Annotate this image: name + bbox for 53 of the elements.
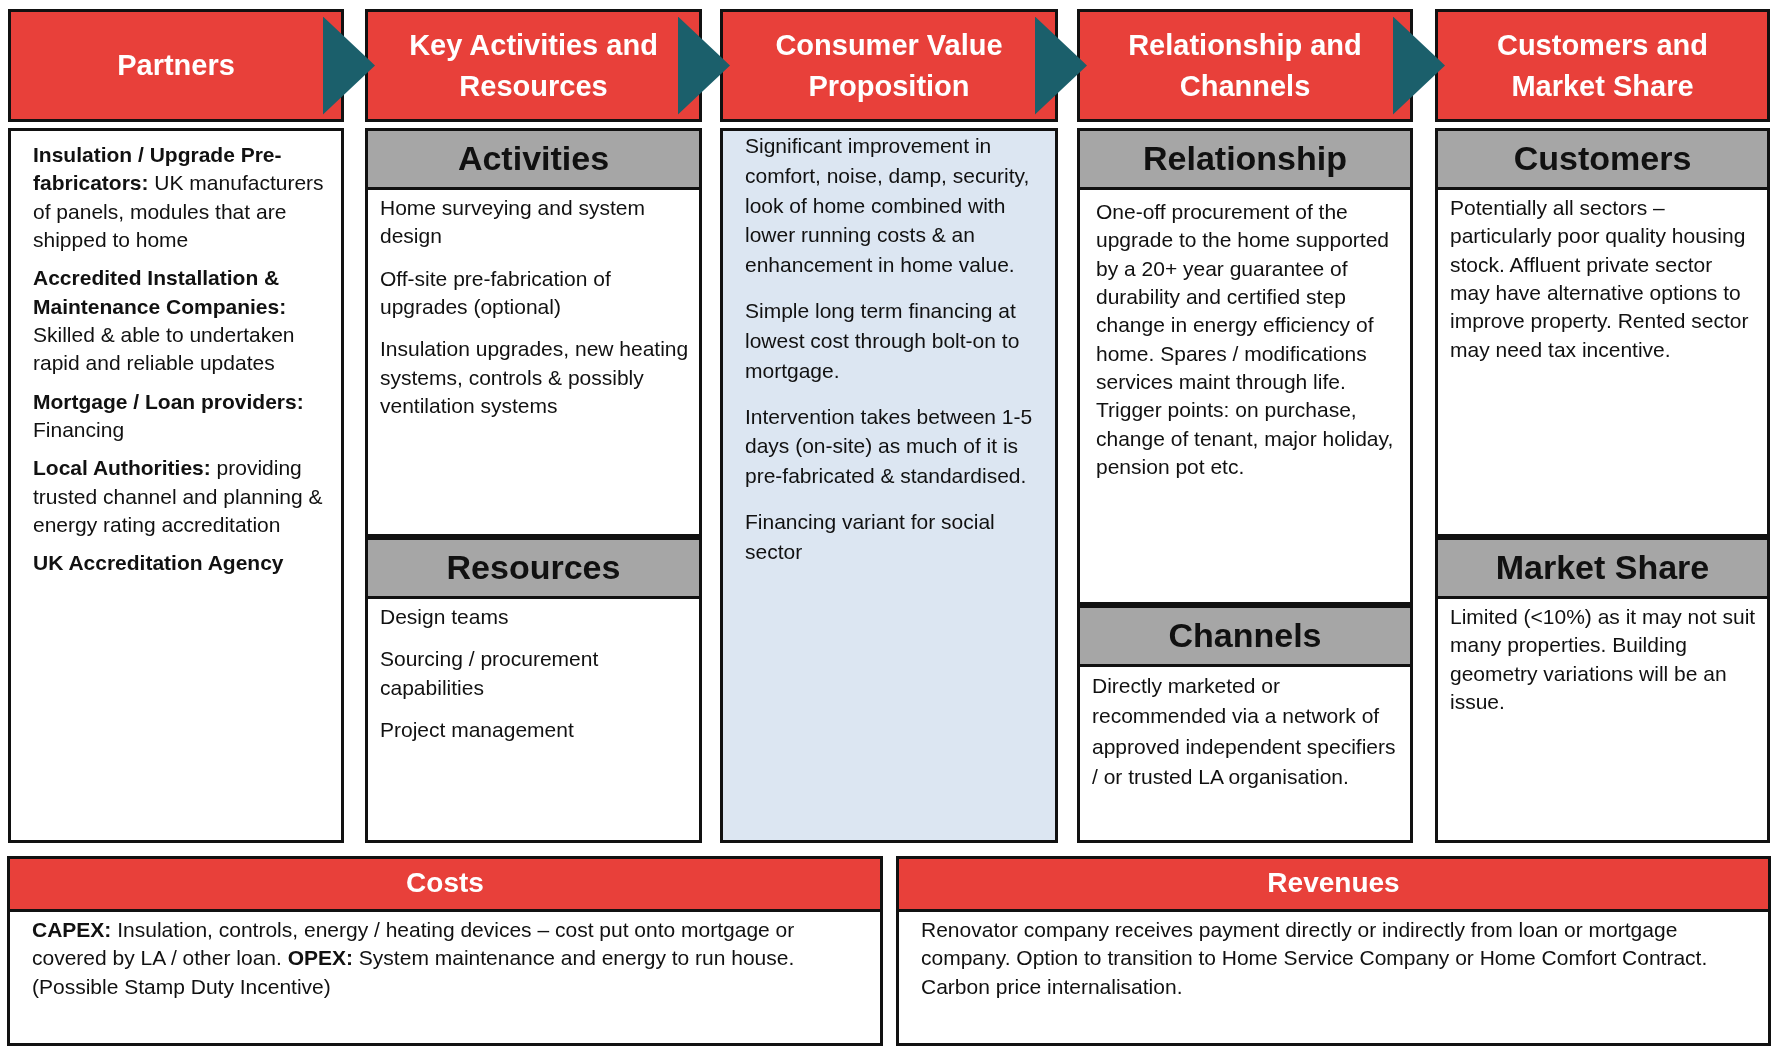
panel-text: Design teams xyxy=(380,604,510,630)
section-heading: Costs xyxy=(10,859,880,912)
column-header xyxy=(8,9,344,122)
section-panel xyxy=(365,537,702,843)
section-heading: Channels xyxy=(1080,608,1410,667)
section-heading: Revenues xyxy=(899,859,1768,912)
panel-text: Significant improvement in comfort, noise, damp, security, look of home combined with lower running costs & an enhancement in home value. xyxy=(745,133,1031,279)
panel-text: Accredited Installation & Maintenance Companies: Skilled & able to undertaken rapid and reliable updates xyxy=(33,265,296,377)
header-title: Customers and Market Share xyxy=(1495,27,1710,104)
partners-panel xyxy=(8,128,344,843)
section-heading: Customers xyxy=(1438,131,1767,190)
section-panel xyxy=(1435,128,1770,537)
section-panel xyxy=(896,856,1771,1046)
panel-text: Home surveying and system design xyxy=(380,195,646,250)
header-title: Relationship and Channels xyxy=(1127,27,1363,104)
section-panel xyxy=(1435,537,1770,843)
chevron-arrow xyxy=(323,16,375,115)
panel-text: Simple long term financing at lowest cost through bolt-on to mortgage. xyxy=(745,298,1021,384)
column-header xyxy=(1435,9,1770,122)
section-heading: Resources xyxy=(368,540,699,599)
panel-text: CAPEX: Insulation, controls, energy / heating devices – cost put onto mortgage or covered by LA / other loan. OPEX: System maintenance and energy to run house. (Possible Stamp Duty Incentive) xyxy=(32,917,796,1000)
column-header xyxy=(365,9,702,122)
panel-text: Sourcing / procurement capabilities xyxy=(380,646,600,701)
panel-text: Financing variant for social sector xyxy=(745,508,996,565)
chevron-arrow xyxy=(678,16,730,115)
header-title: Key Activities and Resources xyxy=(408,27,659,104)
panel-text: UK Accreditation Agency xyxy=(33,550,285,577)
header-title: Consumer Value Proposition xyxy=(774,27,1004,104)
section-panel xyxy=(1077,128,1413,605)
panel-text: Intervention takes between 1-5 days (on-site) as much of it is pre-fabricated & standardised. xyxy=(745,403,1034,490)
chevron-arrow xyxy=(1035,16,1087,115)
panel-text: Limited (<10%) as it may not suit many properties. Building geometry variations will be an issue. xyxy=(1450,604,1757,716)
panel-text: Mortgage / Loan providers: Financing xyxy=(33,388,305,444)
panel-text: Potentially all sectors – particularly poor quality housing stock. Affluent private sector may have alternative options to improve property. Rented sector may need tax incentive. xyxy=(1450,195,1750,363)
panel-text: Renovator company receives payment directly or indirectly from loan or mortgage company. Option to transition to Home Service Company or Home Comfort Contract. Carbon price internalisation. xyxy=(921,917,1709,1000)
panel-text: One-off procurement of the upgrade to the home supported by a 20+ year guarantee of durability and certified step change in energy efficiency of home. Spares / modifications services maint through life. Trigger points: on purchase, change of tenant, major holiday, pension pot etc. xyxy=(1096,199,1395,481)
section-heading: Relationship xyxy=(1080,131,1410,190)
panel-text: Local Authorities: providing trusted channel and planning & energy rating accreditation xyxy=(33,455,324,539)
section-heading: Activities xyxy=(368,131,699,190)
panel-text: Insulation upgrades, new heating systems, controls & possibly ventilation systems xyxy=(380,336,689,420)
panel-text: Directly marketed or recommended via a network of approved independent specifiers / or trusted LA organisation. xyxy=(1092,673,1397,791)
section-heading: Market Share xyxy=(1438,540,1767,599)
column-header xyxy=(720,9,1058,122)
section-panel xyxy=(365,128,702,537)
chevron-arrow xyxy=(1393,16,1445,115)
section-panel xyxy=(7,856,883,1046)
value-panel xyxy=(720,128,1058,843)
panel-text: Off-site pre-fabrication of upgrades (optional) xyxy=(380,265,612,321)
panel-text: Project management xyxy=(380,717,575,744)
column-header xyxy=(1077,9,1413,122)
header-title: Partners xyxy=(117,48,235,84)
section-panel xyxy=(1077,605,1413,843)
panel-text: Insulation / Upgrade Pre-fabricators: UK manufacturers of panels, modules that are shipped to home xyxy=(33,142,325,254)
